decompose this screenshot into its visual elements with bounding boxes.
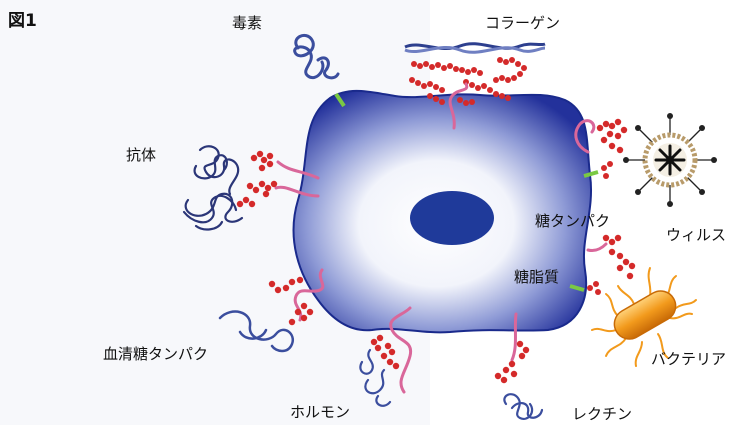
label-lectin: レクチン [572, 405, 632, 423]
virus-glycans [597, 119, 627, 153]
figure-label: 図1 [8, 12, 37, 30]
label-bacteria: バクテリア [651, 350, 726, 368]
label-antibody: 抗体 [126, 146, 156, 164]
label-glycolipid: 糖脂質 [514, 268, 559, 286]
label-toxin: 毒素 [232, 14, 262, 32]
virus [623, 113, 717, 207]
glycoprotein-glycans-mid [603, 235, 635, 279]
glycoprotein-stalk-mid [588, 244, 606, 251]
lectin-glycans [495, 341, 529, 383]
glycoprotein-glycans-small [601, 161, 613, 179]
nucleus [410, 191, 494, 245]
label-collagen: コラーゲン [485, 14, 560, 32]
label-serum-glycoprotein: 血清糖タンパク [103, 345, 208, 363]
glycolipid-glycans [587, 281, 601, 295]
label-hormone: ホルモン [290, 403, 350, 421]
lectin-protein [504, 394, 542, 419]
label-virus: ウィルス [666, 226, 726, 244]
label-glycoprotein: 糖タンパク [535, 212, 610, 230]
